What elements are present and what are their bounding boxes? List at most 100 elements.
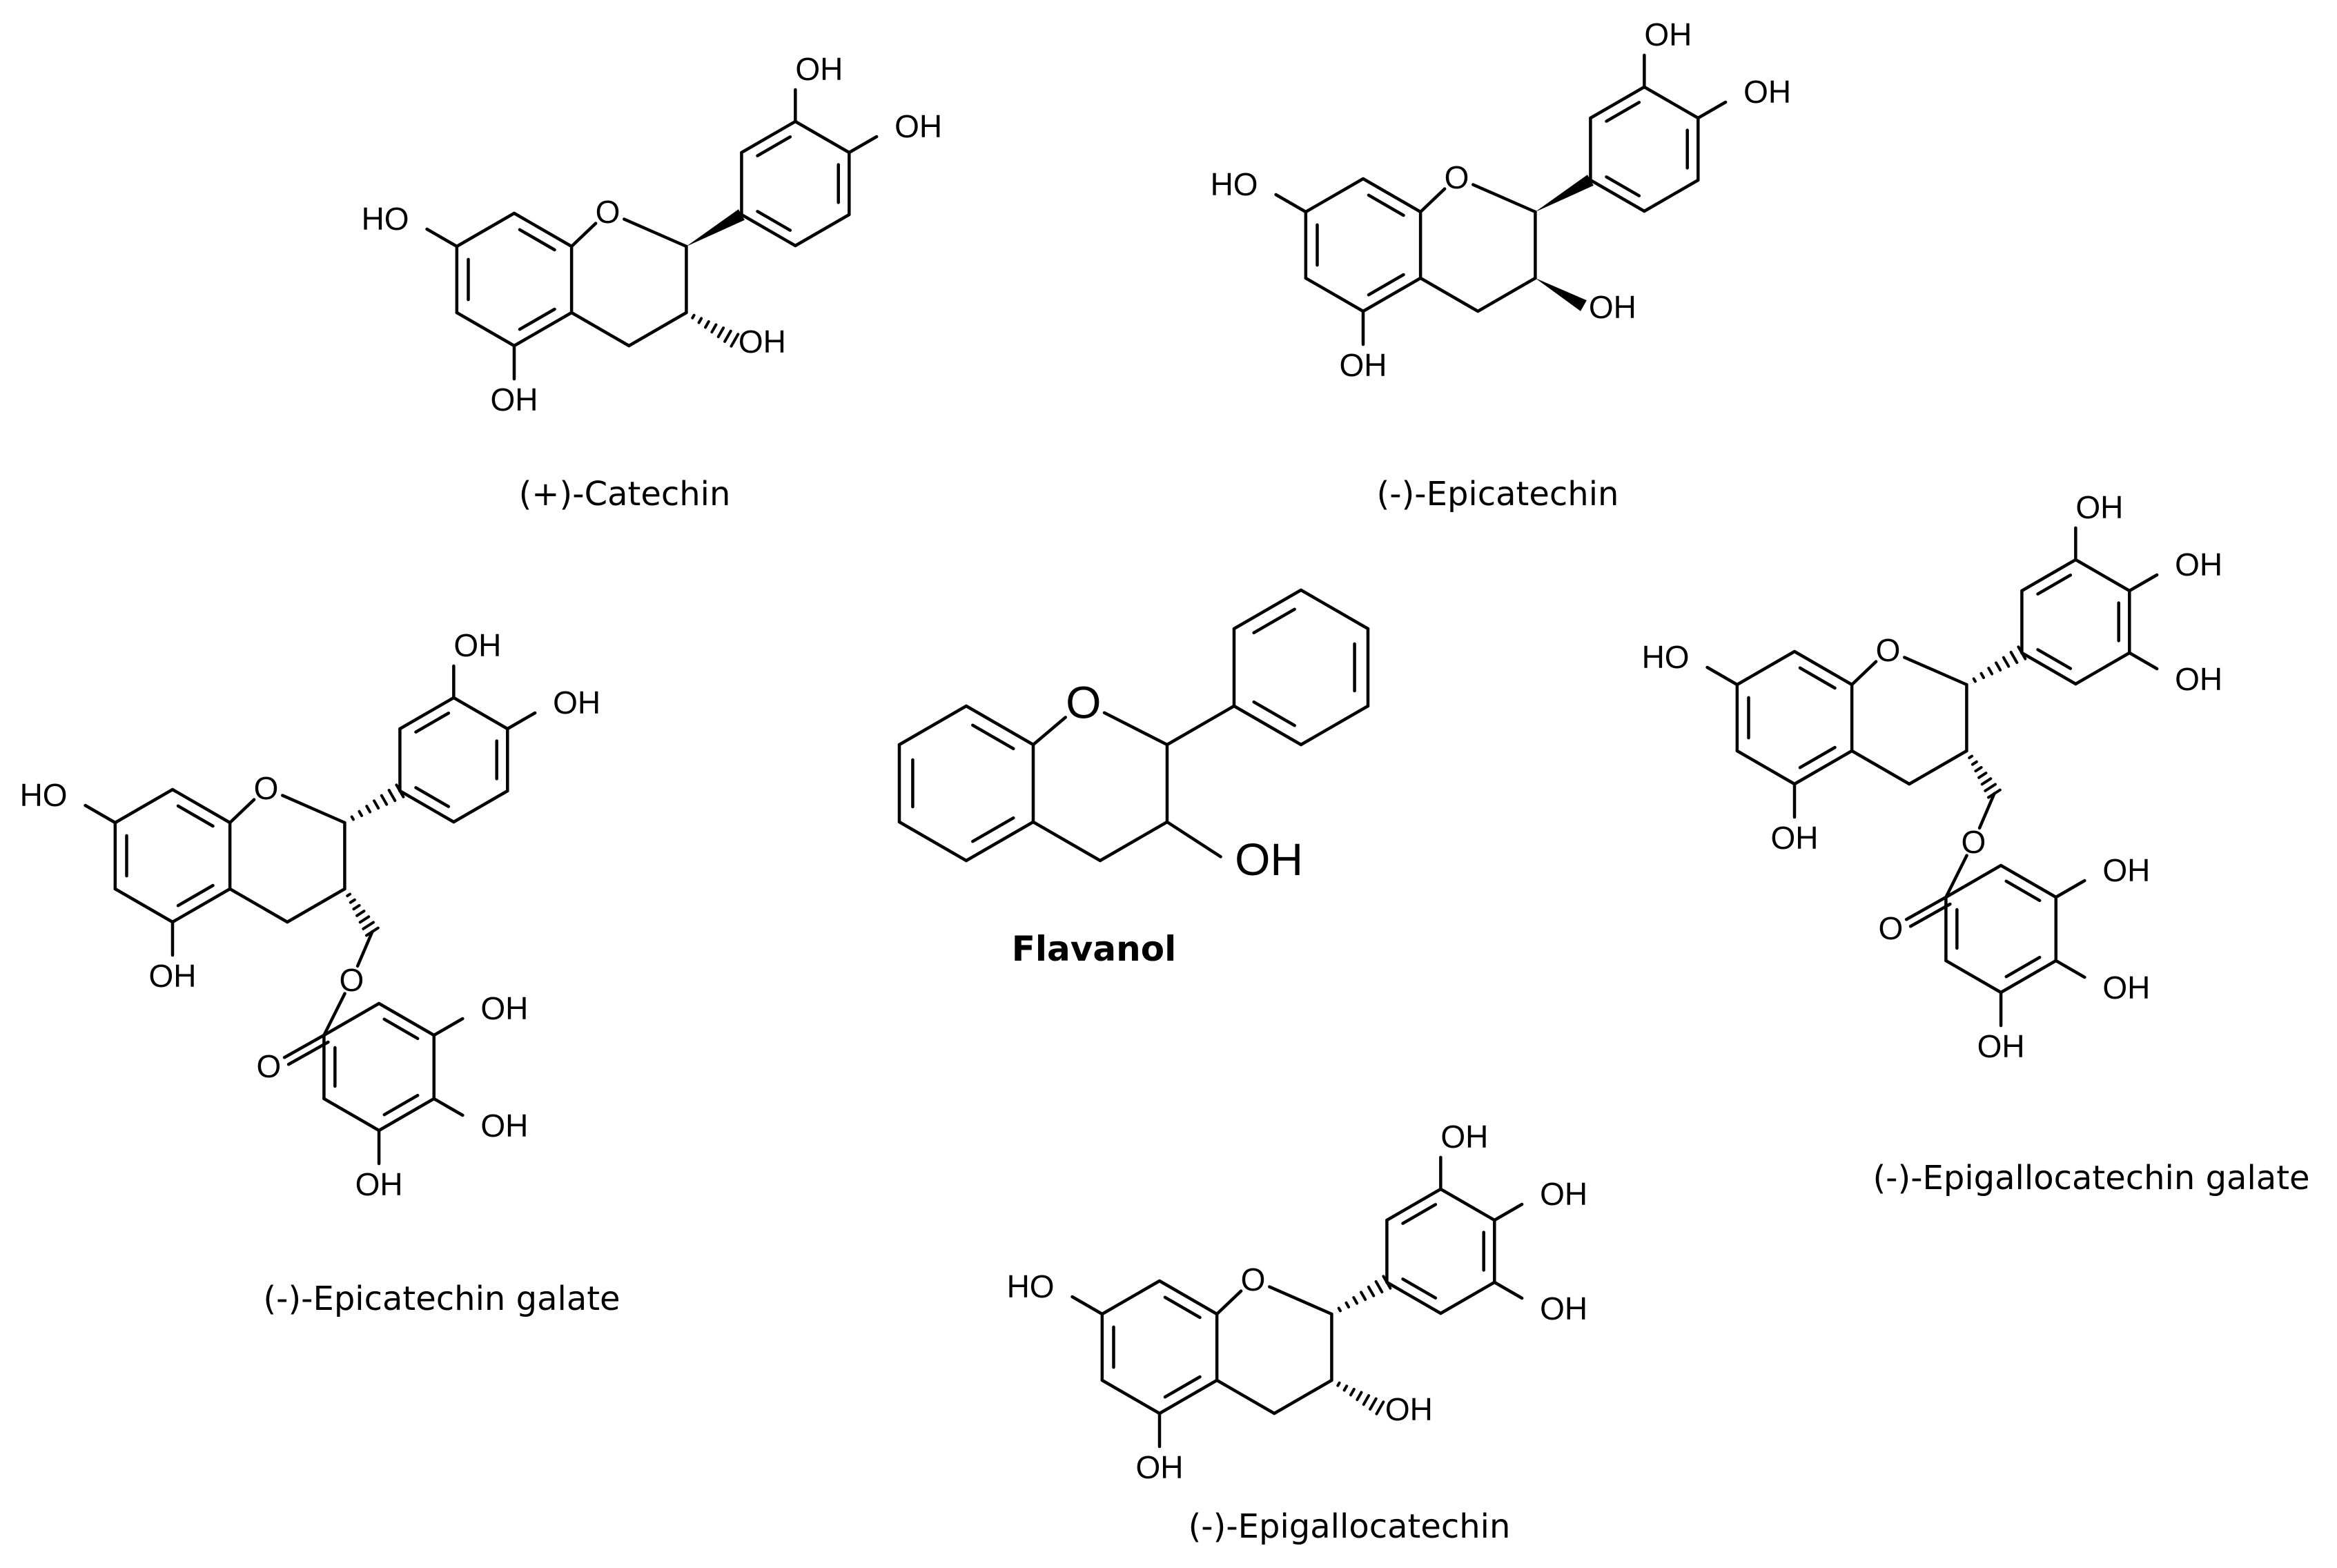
atom-label: O [1879,910,1904,946]
ring-bond [1439,1187,1496,1222]
atom-label: OH [1385,1391,1433,1427]
ring-bond [281,794,346,825]
ring-bond [1385,1280,1443,1315]
ring-bond [1471,183,1537,214]
atom-label: OH [453,627,501,663]
ring-bond [1268,1285,1333,1316]
substituent-bond [425,227,459,248]
hash-bond-stroke [710,323,718,334]
atom-label: OH [795,51,843,87]
atom-label: OH [1440,1119,1488,1155]
double-bond-line [414,786,451,808]
double-bond-line [518,307,556,331]
double-bond-line [382,1017,420,1041]
atom-label: OH [480,990,528,1026]
ring-bond [398,696,456,731]
atom-label: OH [1977,1028,2025,1064]
wedge-bond [1535,278,1587,311]
hash-bond-stroke [1971,760,1978,766]
hash-bond-stroke [358,810,364,817]
ring-bond [740,119,797,155]
hash-bond-stroke [1367,1285,1376,1297]
ring-bond [569,222,598,248]
hash-bond-stroke [1980,777,1993,786]
hash-bond-stroke [716,326,725,339]
hash-bond-stroke [1342,1384,1349,1392]
ring-bond [1157,1279,1219,1316]
atom-label: OH [1340,347,1387,383]
ring-bond [1031,820,1102,863]
atom-label: OH [1540,1176,1587,1212]
hash-bond-stroke [1362,1394,1371,1407]
double-bond-line [2004,955,2042,979]
ring-bond [1273,1378,1333,1415]
double-bond-line [176,804,215,828]
double-bond-line [756,210,792,232]
ring-bond [964,704,1035,747]
ring-bond [228,798,256,825]
ring-bond [322,1097,381,1133]
hash-bond-stroke [691,313,696,320]
ring-bond [1643,178,1700,213]
substituent-bond [2128,573,2159,593]
double-bond-line [971,816,1015,843]
hash-bond-stroke [350,815,355,821]
ring-bond [1215,1378,1276,1415]
ring-bond [740,213,797,248]
ring-bond [170,887,232,924]
hash-bond-stroke [1968,754,1974,760]
ring-bond [1476,276,1537,313]
caption-epigallocatechin: (-)-Epigallocatechin [1189,1507,1511,1546]
hash-bond-stroke [730,333,740,348]
ring-bond [964,820,1035,863]
double-bond-line [176,883,215,908]
double-bond-line [1367,273,1405,297]
atom-label: HO [1007,1268,1055,1304]
atom-label: OH [2175,661,2222,697]
ring-bond [512,311,574,348]
ring-bond [1850,660,1878,687]
ring-bond [377,1001,436,1037]
ring-bond [170,787,232,825]
double-bond-line [1401,1203,1438,1225]
hash-bond-stroke [1979,672,1986,679]
molecule-flavanol: OOH [897,588,1370,885]
ring-bond [1232,704,1303,747]
ring-bond [455,211,516,248]
atom-label: OH [2102,852,2150,888]
substituent-bond [1165,820,1222,859]
ring-bond [1100,1279,1162,1316]
substituent-bond [1070,1295,1104,1316]
atom-label: OH [2102,970,2150,1006]
hash-bond-stroke [365,805,372,814]
ester-bond [355,930,374,968]
double-bond-line [2036,648,2073,670]
atom-label: OH [2175,547,2222,582]
double-bond-line [2036,574,2073,596]
atom-label: O [1962,824,1986,860]
substituent-bond [432,1097,465,1117]
ring-bond [1215,1289,1243,1316]
ring-bond [1792,749,1854,786]
substituent-bond [1493,1202,1524,1222]
hash-bond-stroke [1977,772,1988,779]
hash-bond-stroke [1984,783,1997,792]
hash-bond-stroke [380,794,389,806]
carbonyl-bond [282,1033,326,1059]
substituent-bond [432,1017,465,1037]
atom-label: O [596,194,620,230]
double-bond-line [756,135,792,157]
double-bond-line [1252,700,1296,727]
atom-label: OH [355,1166,403,1202]
wedge-bond [1535,175,1594,212]
atom-label: OH [2075,489,2123,525]
atom-label: OH [491,382,538,418]
ring-bond [569,311,631,348]
caption-epigallocatechin-galate: (-)-Epigallocatechin galate [1872,1159,2309,1197]
ring-bond [1944,863,2003,899]
atom-label: OH [480,1108,528,1144]
ester-bond [1944,854,1968,899]
ring-bond [1439,1280,1496,1315]
atom-label: OH [894,108,942,144]
